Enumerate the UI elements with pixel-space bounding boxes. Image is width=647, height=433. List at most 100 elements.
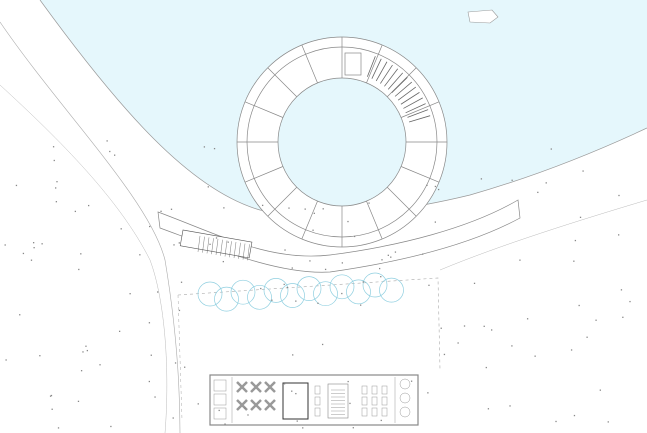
ring-room: [344, 52, 362, 76]
site-mark: [291, 267, 293, 269]
right-ground-edge: [439, 199, 647, 271]
ring-sector-wall: [301, 44, 318, 84]
ring-sector-wall: [366, 200, 383, 240]
site-mark: [537, 191, 539, 194]
site-mark: [247, 414, 249, 416]
toilet-cubicle: [213, 379, 227, 392]
bench: [371, 407, 378, 417]
site-mark: [362, 281, 364, 283]
site-mark: [227, 241, 229, 243]
tree: [346, 279, 371, 305]
site-mark: [288, 207, 290, 209]
water-tank: [399, 406, 411, 418]
site-mark: [78, 268, 80, 271]
bench: [361, 396, 368, 406]
site-mark: [32, 242, 35, 244]
site-mark: [244, 407, 246, 409]
water-tank: [399, 392, 411, 404]
site-mark: [286, 286, 289, 289]
site-scatter-marks: [4, 140, 631, 429]
auditorium-seat-row: [400, 92, 420, 105]
site-mark: [118, 330, 121, 332]
stair-step: [224, 240, 228, 257]
plaza-edge-left: [177, 294, 183, 421]
site-mark: [109, 150, 111, 153]
site-mark: [426, 184, 428, 186]
site-mark: [180, 281, 183, 283]
site-mark: [160, 210, 162, 212]
site-mark: [302, 427, 304, 429]
kitchen: [327, 383, 349, 419]
site-mark: [173, 244, 175, 246]
tree: [280, 283, 305, 308]
site-mark: [154, 396, 156, 398]
site-mark: [114, 154, 116, 156]
site-mark: [534, 355, 536, 357]
site-mark: [629, 300, 631, 303]
site-mark: [526, 318, 529, 320]
auditorium-seat-row: [397, 86, 417, 101]
site-mark: [215, 237, 218, 239]
bench: [371, 396, 378, 406]
site-mark: [434, 221, 437, 223]
site-mark: [80, 253, 82, 255]
site-mark: [170, 208, 173, 210]
site-mark: [223, 207, 225, 209]
site-mark: [148, 322, 151, 324]
stair-step: [233, 241, 237, 259]
site-mark: [555, 420, 557, 423]
tree: [263, 278, 289, 303]
site-mark: [157, 291, 159, 293]
plaza-edge: [177, 277, 441, 371]
site-mark: [283, 283, 285, 286]
site-mark: [55, 201, 58, 203]
auditorium-seat-row: [375, 61, 388, 82]
stair-step: [220, 239, 223, 256]
stair-step: [215, 238, 219, 255]
site-mark: [353, 235, 356, 238]
site-mark: [599, 389, 601, 391]
site-mark: [51, 408, 53, 410]
site-mark: [511, 345, 513, 347]
site-mark: [292, 354, 294, 356]
stair: [179, 229, 253, 259]
tree: [197, 281, 223, 307]
auditorium-seat-row: [387, 72, 404, 90]
site-mark: [174, 362, 177, 364]
site-mark: [261, 204, 264, 207]
site-mark: [620, 289, 623, 291]
auditorium-seat-row: [408, 115, 431, 123]
site-mark: [573, 414, 576, 417]
site-mark: [410, 380, 413, 382]
site-mark: [30, 259, 33, 261]
site-mark: [80, 370, 83, 372]
site-mark: [390, 256, 392, 258]
site-mark: [271, 299, 273, 301]
path-edge: [0, 84, 168, 433]
site-mark: [313, 212, 315, 214]
site-mark: [53, 159, 55, 162]
site-mark: [209, 243, 211, 245]
site-mark: [347, 220, 349, 223]
site-mark: [57, 427, 60, 429]
site-mark: [483, 325, 485, 327]
table-set: [264, 381, 276, 393]
site-mark: [5, 359, 7, 361]
site-mark: [150, 354, 152, 356]
site-mark: [85, 345, 87, 347]
boat: [467, 9, 499, 24]
site-mark: [283, 383, 286, 385]
site-mark: [207, 186, 209, 188]
site-mark: [295, 300, 297, 302]
site-mark: [296, 420, 298, 422]
site-mark: [509, 405, 511, 407]
site-mark: [56, 181, 58, 183]
bench: [314, 385, 321, 395]
ring-sector-wall: [244, 166, 284, 183]
ring-building: [236, 36, 448, 248]
tree: [313, 281, 338, 307]
auditorium-seat-row: [380, 64, 393, 84]
site-mark: [106, 140, 108, 142]
site-mark: [324, 268, 327, 271]
site-mark: [120, 228, 122, 230]
